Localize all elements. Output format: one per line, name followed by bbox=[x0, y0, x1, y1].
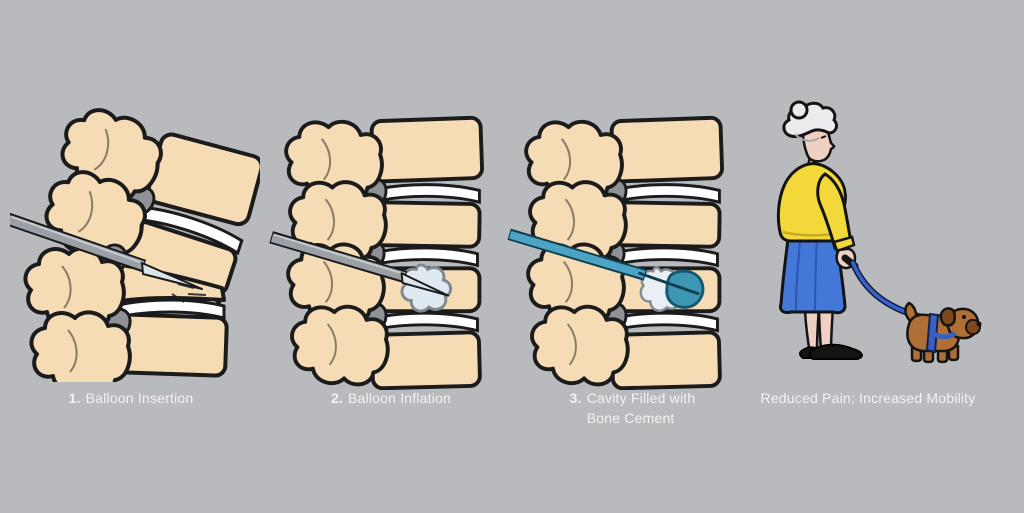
needle-stylet-tip bbox=[141, 262, 203, 290]
step-label: Balloon Insertion bbox=[85, 390, 194, 406]
balloon-inflation-illustration bbox=[269, 115, 484, 390]
elderly-woman bbox=[776, 100, 863, 360]
dog-eye bbox=[962, 315, 966, 319]
step-label-line-2: Bone Cement bbox=[586, 410, 675, 426]
needle-stylet-tip bbox=[400, 272, 450, 297]
waistband bbox=[782, 230, 834, 237]
needle bbox=[269, 231, 450, 297]
step-number: 1. bbox=[68, 390, 81, 406]
flat-shoes bbox=[799, 343, 863, 360]
needle bbox=[10, 212, 203, 290]
outcome-label: Reduced Pain; Increased Mobility bbox=[760, 390, 976, 406]
step-label: Balloon Inflation bbox=[348, 390, 452, 406]
step-number: 2. bbox=[330, 390, 344, 406]
intervertebral-discs bbox=[368, 183, 481, 333]
caption-step-3: 3. Cavity Filled with Bone Cement bbox=[520, 388, 745, 428]
fracture-crack-lines bbox=[171, 283, 207, 303]
dog-harness bbox=[925, 312, 957, 354]
lower-disc bbox=[112, 298, 226, 320]
dog bbox=[904, 301, 982, 364]
step-label-line-1: Cavity Filled with bbox=[586, 390, 696, 406]
caption-outcome: Reduced Pain; Increased Mobility bbox=[738, 388, 998, 408]
balloon-insertion-illustration bbox=[10, 104, 260, 382]
bone-cement-illustration bbox=[507, 115, 724, 390]
hair-wave bbox=[794, 133, 820, 142]
caption-step-1: 1. Balloon Insertion bbox=[0, 388, 262, 408]
step-number: 3. bbox=[569, 390, 582, 406]
dog-ear bbox=[939, 307, 956, 327]
hair-bun bbox=[789, 100, 809, 120]
posterior-processes-lower bbox=[23, 246, 132, 382]
needle-stylet-tip bbox=[638, 271, 700, 296]
leash bbox=[849, 259, 933, 323]
cement-needle bbox=[507, 228, 700, 296]
dog-nose bbox=[976, 321, 982, 327]
intervertebral-discs bbox=[608, 183, 721, 333]
caption-step-2: 2. Balloon Inflation bbox=[262, 388, 520, 408]
step-label: Cavity Filled with Bone Cement bbox=[587, 388, 696, 428]
eye bbox=[820, 135, 827, 139]
woman-walking-dog-illustration bbox=[776, 100, 982, 364]
sleeve-cuff bbox=[832, 235, 856, 253]
